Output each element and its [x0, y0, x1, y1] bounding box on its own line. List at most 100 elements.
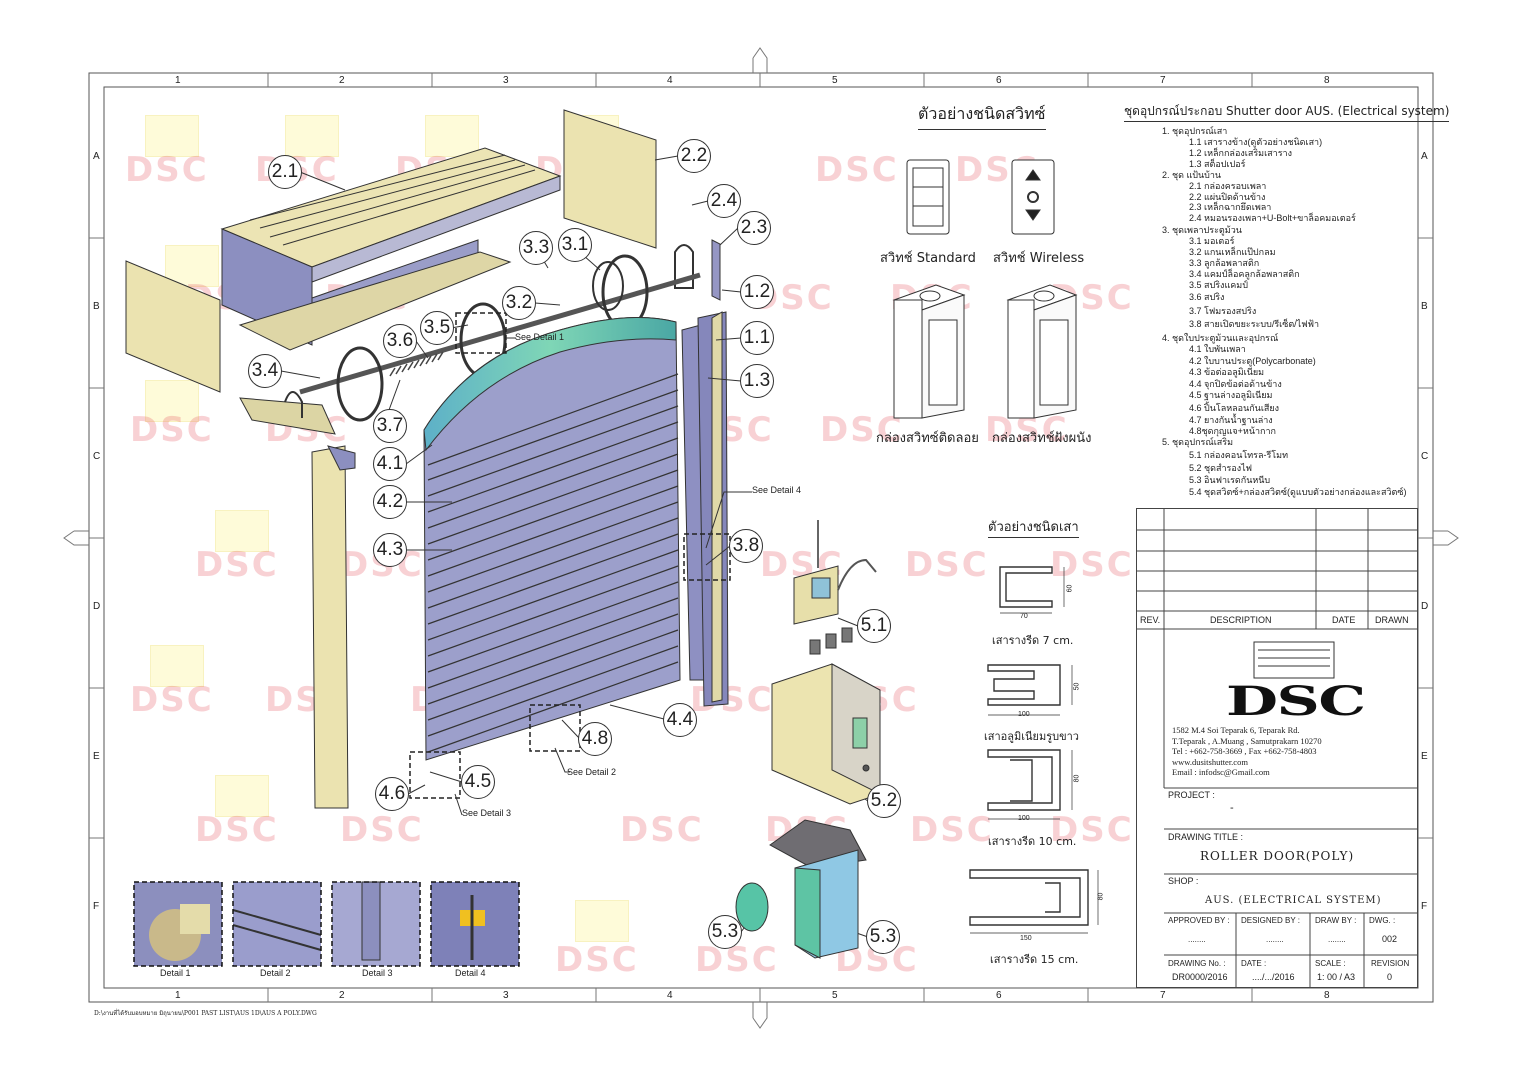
address-line: 1582 M.4 Soi Teparak 6, Teparak Rd.: [1172, 725, 1300, 735]
list-item: 3.5 สปริงแคมป์: [1189, 280, 1248, 290]
date-value: ..../.../2016: [1252, 972, 1295, 982]
col-label: 6: [996, 75, 1002, 86]
balloon-4-1: 4.1: [373, 447, 407, 481]
description-header: DESCRIPTION: [1210, 615, 1272, 625]
shop-label: SHOP :: [1168, 876, 1199, 886]
row-label: C: [93, 451, 101, 462]
balloon-4-5: 4.5: [461, 765, 495, 799]
balloon-3-3: 3.3: [519, 231, 553, 265]
address-line: Email : infodsc@Gmail.com: [1172, 767, 1270, 777]
watermark-text: DSC: [130, 680, 214, 720]
post-2-width: 100: [1018, 711, 1030, 718]
watermark-text: DSC: [1050, 545, 1134, 585]
file-path: D:\งานที่ได้รับมอบหมาย มิถุนายน\P001 PAS…: [94, 1010, 317, 1017]
watermark-text: DSC: [340, 810, 424, 850]
scale-label: SCALE :: [1315, 959, 1346, 968]
detail-thumbnails: [133, 881, 520, 967]
detail-3-label: Detail 3: [362, 968, 393, 978]
watermark-text: DSC: [195, 545, 279, 585]
row-label: A: [93, 151, 100, 162]
post-4-label: เสารางรีด 15 cm.: [990, 953, 1079, 966]
detail-4-label: Detail 4: [455, 968, 486, 978]
detail-1-thumb: [133, 881, 223, 967]
side-plate-right: [563, 109, 657, 249]
scale-value: 1: 00 / A3: [1317, 972, 1356, 982]
switch-illustrations: [892, 159, 1078, 419]
logo-door-icon: [1253, 641, 1335, 679]
post-3-width: 100: [1018, 815, 1030, 822]
list-item: 5.3 อินฟาเรดกันหนีบ: [1189, 475, 1271, 485]
drawing-no-label: DRAWING No. :: [1168, 959, 1226, 968]
detail-2-label: Detail 2: [260, 968, 291, 978]
bracket-left: [239, 397, 336, 435]
side-plate-left: [125, 260, 221, 393]
drawby-value: ........: [1328, 935, 1346, 944]
switch-section-title: ตัวอย่างชนิดสวิทซ์: [918, 102, 1046, 130]
see-detail-2: See Detail 2: [567, 767, 617, 777]
watermark-text: DSC: [910, 810, 994, 850]
wireless-switch-label: สวิทช์ Wireless: [993, 251, 1085, 266]
dwg-value: 002: [1382, 934, 1398, 944]
post-3-height: 80: [1073, 774, 1081, 783]
balloon-1-1: 1.1: [740, 321, 774, 355]
row-label: A: [1421, 151, 1428, 162]
balloon-5-3: 5.3: [708, 915, 742, 949]
col-label: 5: [832, 990, 838, 1001]
col-label: 1: [175, 75, 181, 86]
rev-header: REV.: [1140, 615, 1161, 625]
watermark-text: DSC: [125, 150, 209, 190]
row-label: D: [1421, 601, 1429, 612]
balloon-4-6: 4.6: [375, 777, 409, 811]
list-item: 4.1 ใบพันเพลา: [1189, 344, 1246, 354]
balloon-2-2: 2.2: [677, 139, 711, 173]
col-label: 6: [996, 990, 1002, 1001]
balloon-3-4: 3.4: [248, 354, 282, 388]
post-2-height: 50: [1073, 682, 1081, 691]
list-item: 3.3 ลูกล้อพลาสติก: [1189, 258, 1260, 268]
shaft: [299, 272, 701, 395]
spring: [389, 351, 444, 377]
balloon-3-2: 3.2: [502, 286, 536, 320]
parts-list-title: ชุดอุปกรณ์ประกอบ Shutter door AUS. (Elec…: [1124, 102, 1450, 122]
watermark-text: DSC: [815, 150, 899, 190]
list-item: 2.3 เหล็กฉากยึดเพลา: [1189, 202, 1272, 212]
balloon-5-2: 5.2: [867, 784, 901, 818]
standard-switch: [906, 159, 950, 235]
control-box: [793, 520, 877, 655]
drawby-label: DRAW BY :: [1315, 916, 1357, 925]
row-label: F: [1421, 901, 1428, 912]
ups-box: [771, 663, 881, 805]
address-line: www.dusitshutter.com: [1172, 756, 1248, 767]
col-label: 4: [667, 990, 673, 1001]
list-item: 1. ชุดอุปกรณ์เสา: [1162, 126, 1228, 136]
balloon-4-8: 4.8: [578, 722, 612, 756]
title-block-frame: [1136, 508, 1418, 988]
see-detail-1: See Detail 1: [515, 332, 565, 342]
list-item: 4.4 จุกปิดข้อต่อด้านข้าง: [1189, 379, 1282, 389]
list-item: 2.1 กล่องครอบเพลา: [1189, 181, 1267, 191]
balloon-2-3: 2.3: [737, 211, 771, 245]
list-item: 5.2 ชุดสำรองไฟ: [1189, 463, 1253, 473]
approved-label: APPROVED BY :: [1168, 916, 1230, 925]
post-4-height: 80: [1097, 892, 1105, 901]
list-item: 2. ชุด แป้นบ้าน: [1162, 170, 1222, 180]
balloon-3-8: 3.8: [729, 529, 763, 563]
balloon-3-1: 3.1: [558, 228, 592, 262]
list-item: 1.3 สต็อปเปอร์: [1189, 159, 1246, 169]
balloon-5-3: 5.3: [866, 920, 900, 954]
detail-2-thumb: [232, 881, 322, 967]
date-label: DATE :: [1241, 959, 1267, 968]
row-label: E: [1421, 751, 1428, 762]
row-label: B: [93, 301, 100, 312]
watermark-text: DSC: [695, 940, 779, 980]
revision-value: 0: [1387, 972, 1393, 982]
watermark-text: DSC: [905, 545, 989, 585]
list-item: 1.1 เสารางข้าง(ดูตัวอย่างชนิดเสา): [1189, 137, 1323, 147]
flush-switch-box: [1006, 284, 1078, 419]
bracket-right: [711, 239, 721, 301]
balloon-3-5: 3.5: [420, 311, 454, 345]
project-label: PROJECT :: [1168, 790, 1215, 800]
standard-switch-label: สวิทช์ Standard: [880, 251, 976, 266]
